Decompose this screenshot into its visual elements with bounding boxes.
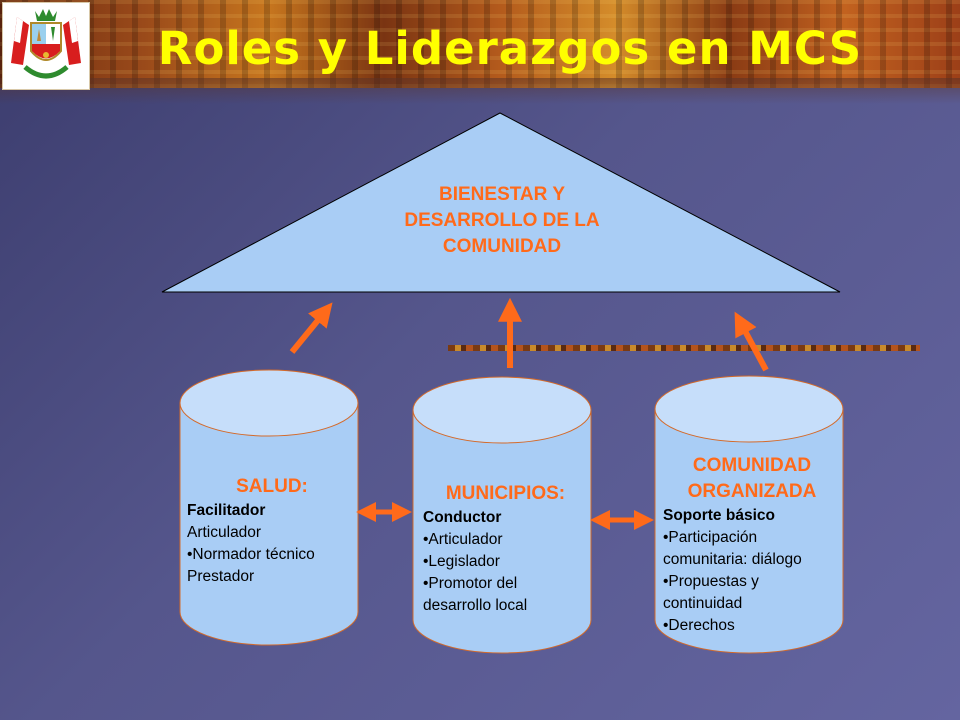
salud-role: Facilitador	[187, 502, 266, 519]
comunidad-heading: COMUNIDAD	[692, 455, 812, 476]
comunidad-item: comunitaria: diálogo	[663, 551, 802, 568]
salud-item: Articulador	[187, 524, 262, 541]
header-banner	[0, 0, 960, 88]
comunidad-text: COMUNIDAD ORGANIZADA Soporte básico •Par…	[663, 453, 841, 637]
comunidad-item: •Propuestas y	[663, 573, 759, 590]
comunidad-item: continuidad	[663, 595, 743, 612]
wellbeing-triangle	[161, 112, 841, 293]
peru-coat-of-arms-icon	[2, 2, 90, 90]
header-banner-fade	[0, 78, 960, 104]
municipios-role: Conductor	[423, 509, 502, 526]
municipios-text: MUNICIPIOS: Conductor •Articulador •Legi…	[423, 481, 588, 617]
comunidad-cylinder	[654, 375, 844, 654]
triangle-line: DESARROLLO DE LA	[404, 210, 600, 231]
arrow-up-icon	[289, 302, 333, 354]
municipios-item: •Legislador	[423, 553, 500, 570]
municipios-cylinder	[412, 376, 592, 654]
salud-cylinder	[179, 369, 359, 646]
slide-title: Roles y Liderazgos en MCS	[157, 22, 863, 75]
salud-item: Prestador	[187, 568, 255, 585]
municipios-item: desarrollo local	[423, 597, 528, 614]
salud-item: •Normador técnico	[187, 546, 315, 563]
salud-text: SALUD: Facilitador Articulador •Normador…	[187, 474, 357, 588]
comunidad-role: Soporte básico	[663, 507, 775, 524]
comunidad-heading: ORGANIZADA	[687, 481, 817, 502]
triangle-line: BIENESTAR Y	[439, 184, 565, 205]
salud-heading: SALUD:	[236, 476, 308, 497]
decorative-strip	[448, 345, 920, 351]
municipios-heading: MUNICIPIOS:	[445, 483, 566, 504]
triangle-label: BIENESTAR Y DESARROLLO DE LA COMUNIDAD	[352, 182, 652, 260]
comunidad-item: •Participación	[663, 529, 758, 546]
municipios-item: •Promotor del	[423, 575, 518, 592]
municipios-item: •Articulador	[423, 531, 503, 548]
comunidad-item: •Derechos	[663, 617, 735, 634]
arrow-up-icon	[734, 311, 769, 372]
triangle-line: COMUNIDAD	[442, 236, 562, 257]
